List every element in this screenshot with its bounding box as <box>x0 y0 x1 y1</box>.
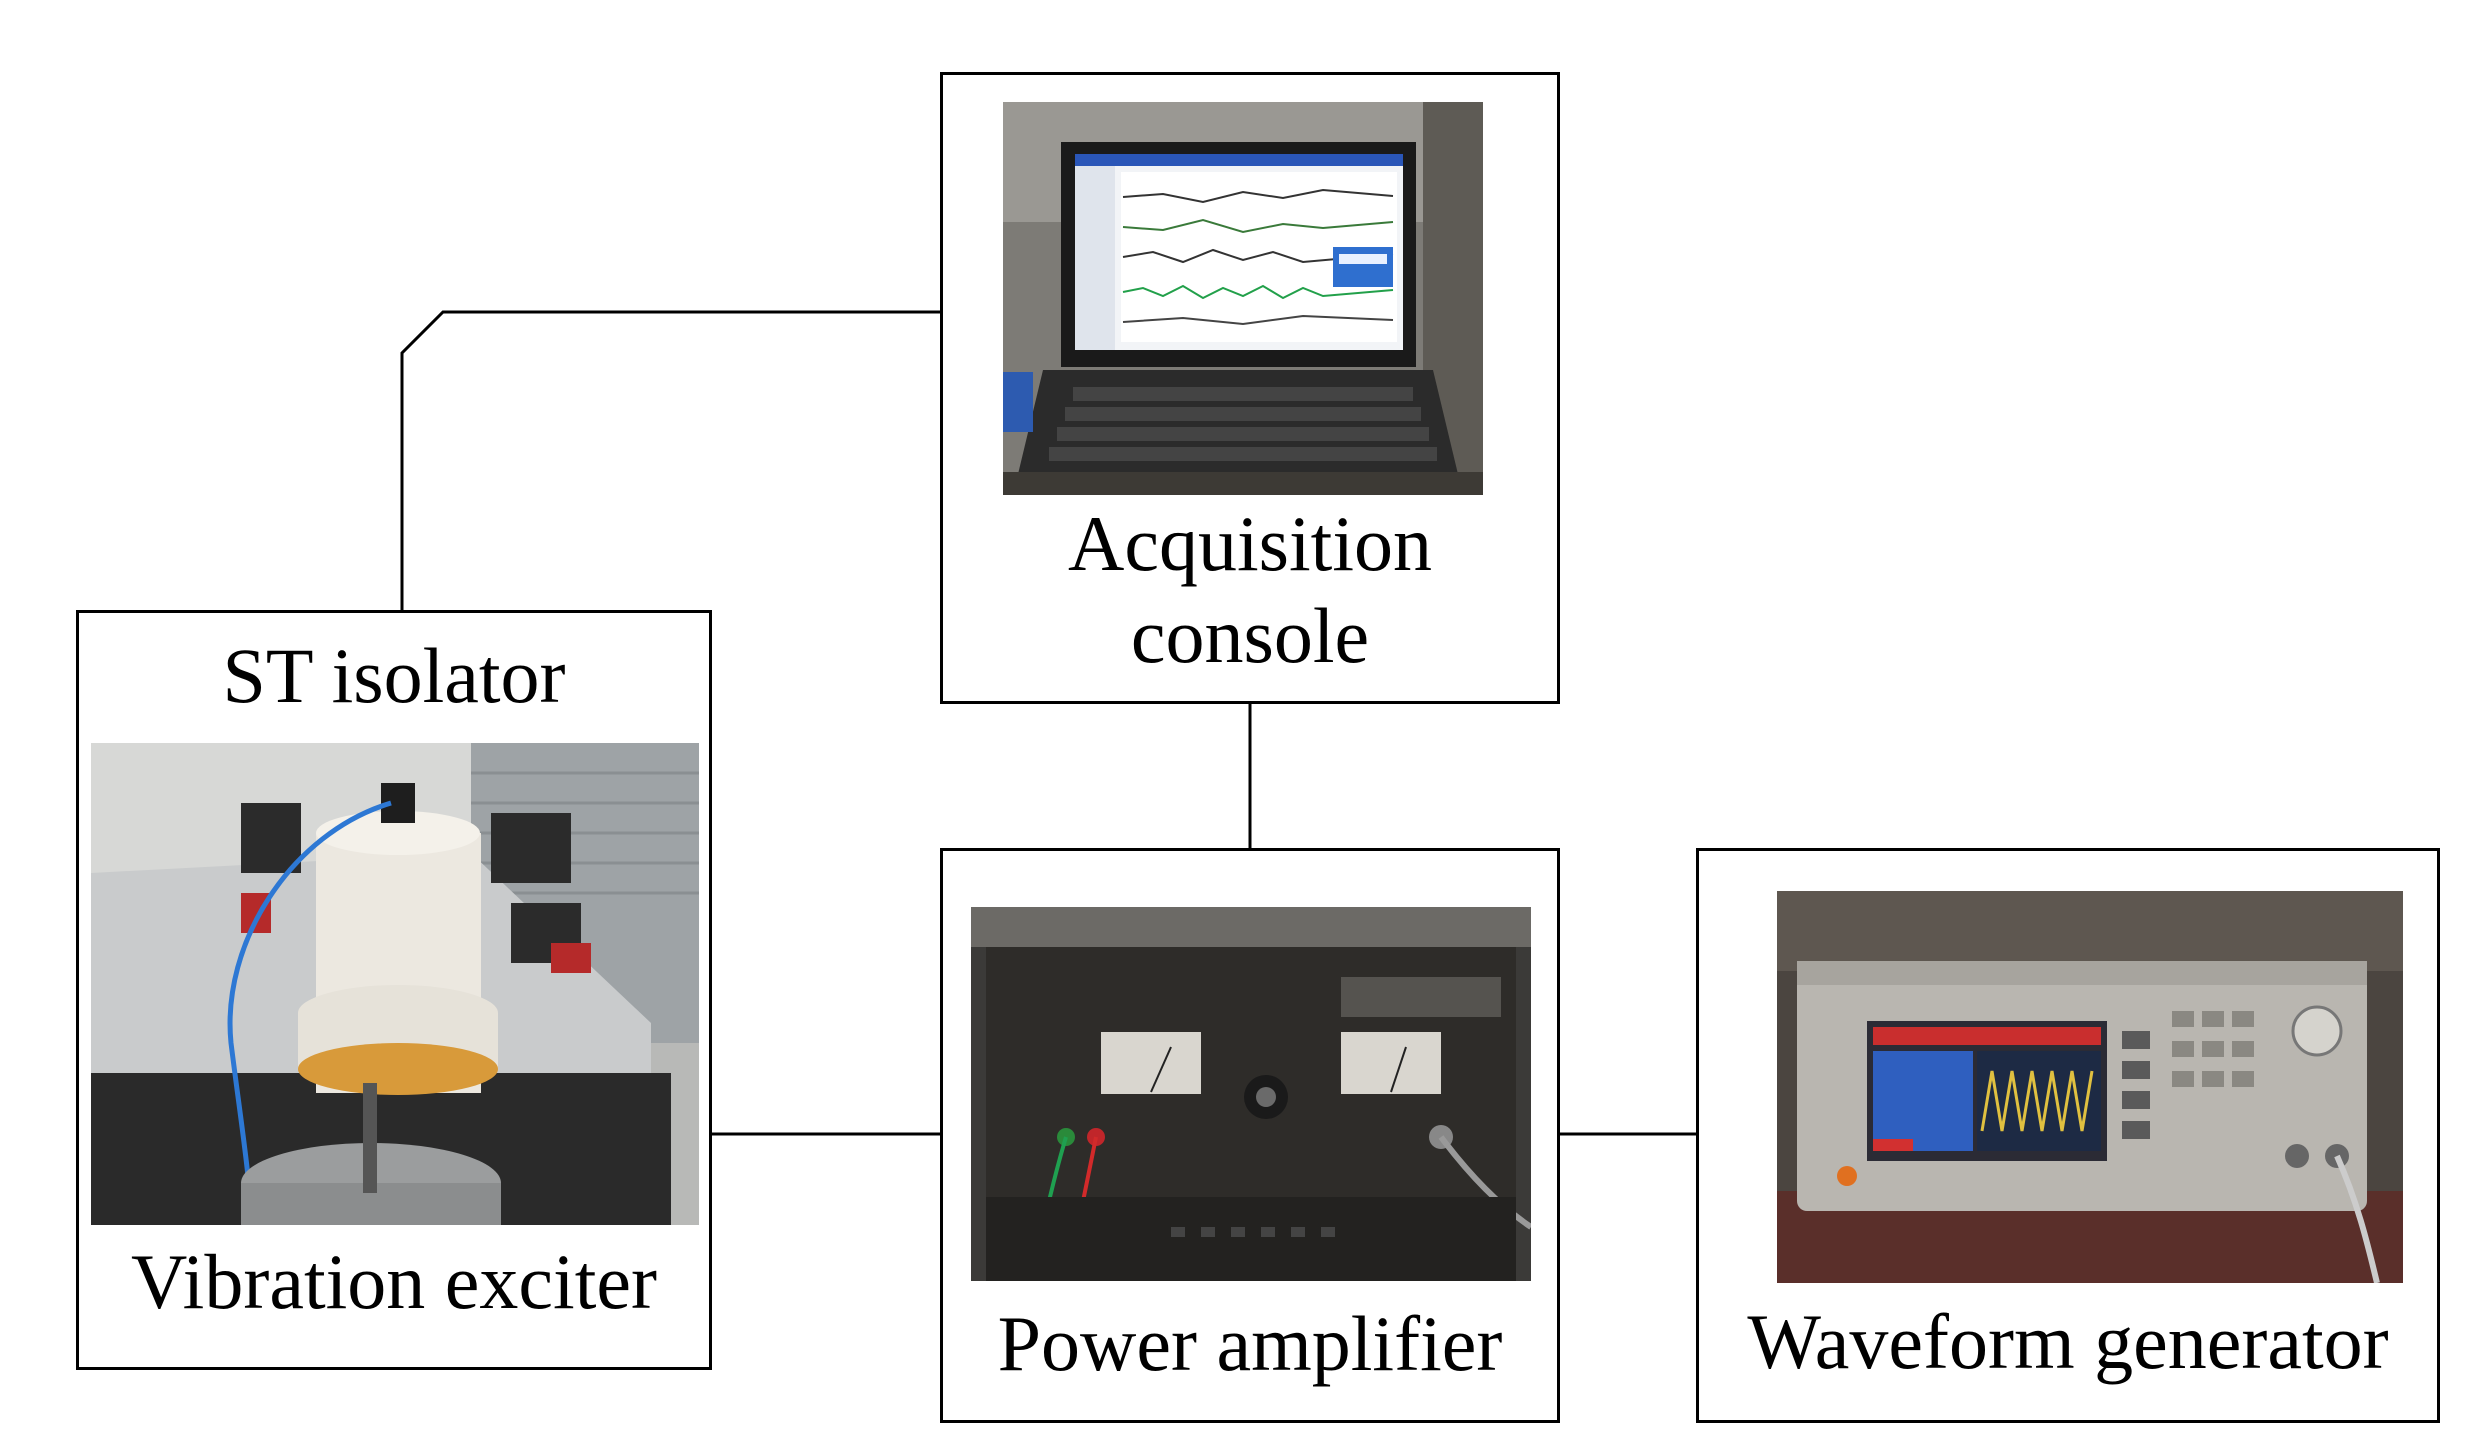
node-waveform-generator: Waveform generator <box>1696 848 2440 1423</box>
node-st-isolator: ST isolator <box>76 610 712 1370</box>
amplifier-photo <box>971 907 1531 1281</box>
waveform-generator-label: Waveform generator <box>1747 1298 2389 1385</box>
st-isolator-label: ST isolator <box>222 632 566 719</box>
isolator-photo <box>91 743 699 1225</box>
acquisition-console-label-line-1: Acquisition <box>1068 500 1432 587</box>
laptop-photo <box>1003 102 1483 495</box>
node-power-amplifier: Power amplifier <box>940 848 1560 1423</box>
node-acquisition-console: Acquisition console <box>940 72 1560 704</box>
edge-acquisition-isolator <box>400 310 940 610</box>
vibration-exciter-label: Vibration exciter <box>131 1238 657 1325</box>
generator-photo <box>1777 891 2403 1283</box>
acquisition-console-label-line-2: console <box>1130 592 1370 679</box>
power-amplifier-label: Power amplifier <box>997 1300 1503 1387</box>
